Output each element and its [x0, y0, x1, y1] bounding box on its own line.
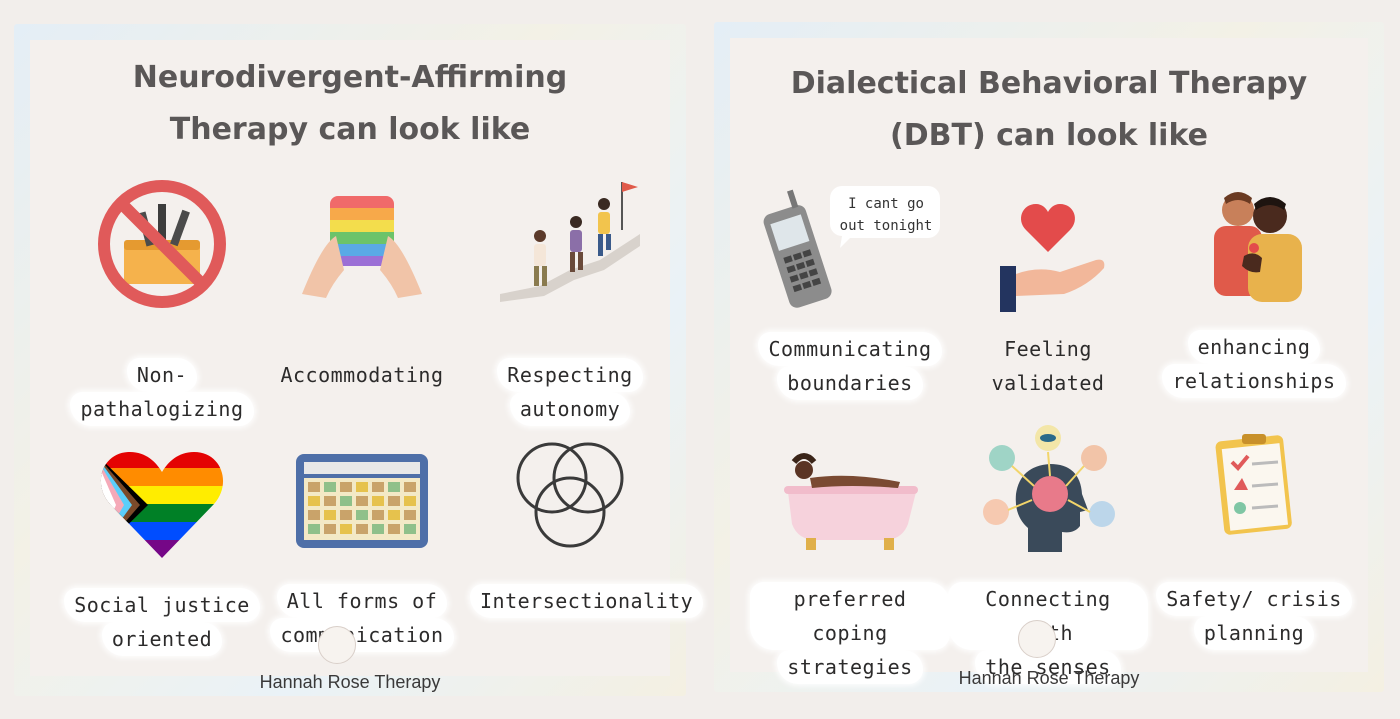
brand-logo [1018, 620, 1056, 658]
label-line1: Communicating [758, 332, 942, 366]
right-infographic-panel: Dialectical Behavioral Therapy (DBT) can… [714, 22, 1384, 692]
left-panel-content: Neurodivergent-Affirming Therapy can loo… [30, 40, 704, 692]
label-line2: pathalogizing [70, 392, 254, 426]
cell-phone-icon: I cant go out tonight [756, 178, 946, 318]
label-line1: Respecting [497, 358, 643, 392]
embracing-people-icon [1184, 176, 1324, 316]
progress-pride-heart-icon [92, 430, 232, 570]
speech-bubble-line2: out tonight [840, 218, 933, 234]
label-line2: the senses [975, 650, 1121, 684]
tile-communicating-boundaries-label: Communicating boundaries [750, 332, 950, 400]
label-line2: communication [270, 618, 454, 652]
aac-device-icon [292, 430, 432, 570]
label-line1: Feeling validated [991, 337, 1105, 395]
right-title-line1: Dialectical Behavioral Therapy [790, 66, 1308, 101]
right-title-line2: (DBT) can look like [890, 118, 1208, 153]
right-footer: Hannah Rose Therapy [958, 668, 1140, 688]
heart-in-hand-icon [978, 182, 1118, 322]
venn-circles-icon [500, 426, 640, 566]
label-line1: All forms of [276, 584, 448, 618]
label-line2: strategies [777, 650, 923, 684]
tile-social-justice-label: Social justice oriented [62, 588, 262, 656]
label-line1: Non- [126, 358, 198, 392]
tile-respecting-autonomy-label: Respecting autonomy [470, 358, 670, 426]
label-line2: oriented [101, 622, 223, 656]
label-line1: Accommodating [280, 363, 444, 387]
brand-logo [318, 626, 356, 664]
label-line1: Safety/ crisis [1156, 582, 1352, 616]
label-line2: autonomy [509, 392, 631, 426]
left-infographic-panel: Neurodivergent-Affirming Therapy can loo… [14, 24, 704, 696]
right-title: Dialectical Behavioral Therapy (DBT) can… [730, 58, 1368, 162]
climbing-people-icon [500, 174, 640, 314]
tile-all-forms-label: All forms of communication [262, 584, 462, 652]
tile-safety-crisis-label: Safety/ crisis planning [1154, 582, 1354, 650]
label-line1: Intersectionality [470, 584, 704, 618]
label-line2: relationships [1162, 364, 1346, 398]
tile-accommodating-label: Accommodating [262, 358, 462, 392]
tile-intersectionality-label: Intersectionality [470, 584, 704, 618]
left-title-line2: Therapy can look like [169, 112, 531, 147]
right-panel-content: Dialectical Behavioral Therapy (DBT) can… [730, 38, 1368, 688]
label-line1: preferred coping [750, 582, 950, 650]
label-line2: planning [1193, 616, 1315, 650]
pop-it-fidget-icon [292, 174, 432, 314]
tile-feeling-validated-label: Feeling validated [948, 332, 1148, 400]
tile-preferred-coping-label: preferred coping strategies [750, 582, 950, 684]
label-line1: enhancing [1187, 330, 1321, 364]
speech-bubble-line1: I cant go [848, 196, 924, 212]
senses-head-icon [978, 422, 1118, 562]
left-footer: Hannah Rose Therapy [259, 672, 441, 692]
label-line2: boundaries [777, 366, 923, 400]
no-toolbox-icon [92, 174, 232, 314]
tile-enhancing-relationships-label: enhancing relationships [1154, 330, 1354, 398]
left-title: Neurodivergent-Affirming Therapy can loo… [30, 52, 670, 156]
bathtub-icon [780, 428, 920, 568]
tile-non-pathalogizing-label: Non- pathalogizing [62, 358, 262, 426]
left-title-line1: Neurodivergent-Affirming [132, 60, 568, 95]
clipboard-checklist-icon [1184, 428, 1324, 568]
label-line1: Social justice [64, 588, 260, 622]
